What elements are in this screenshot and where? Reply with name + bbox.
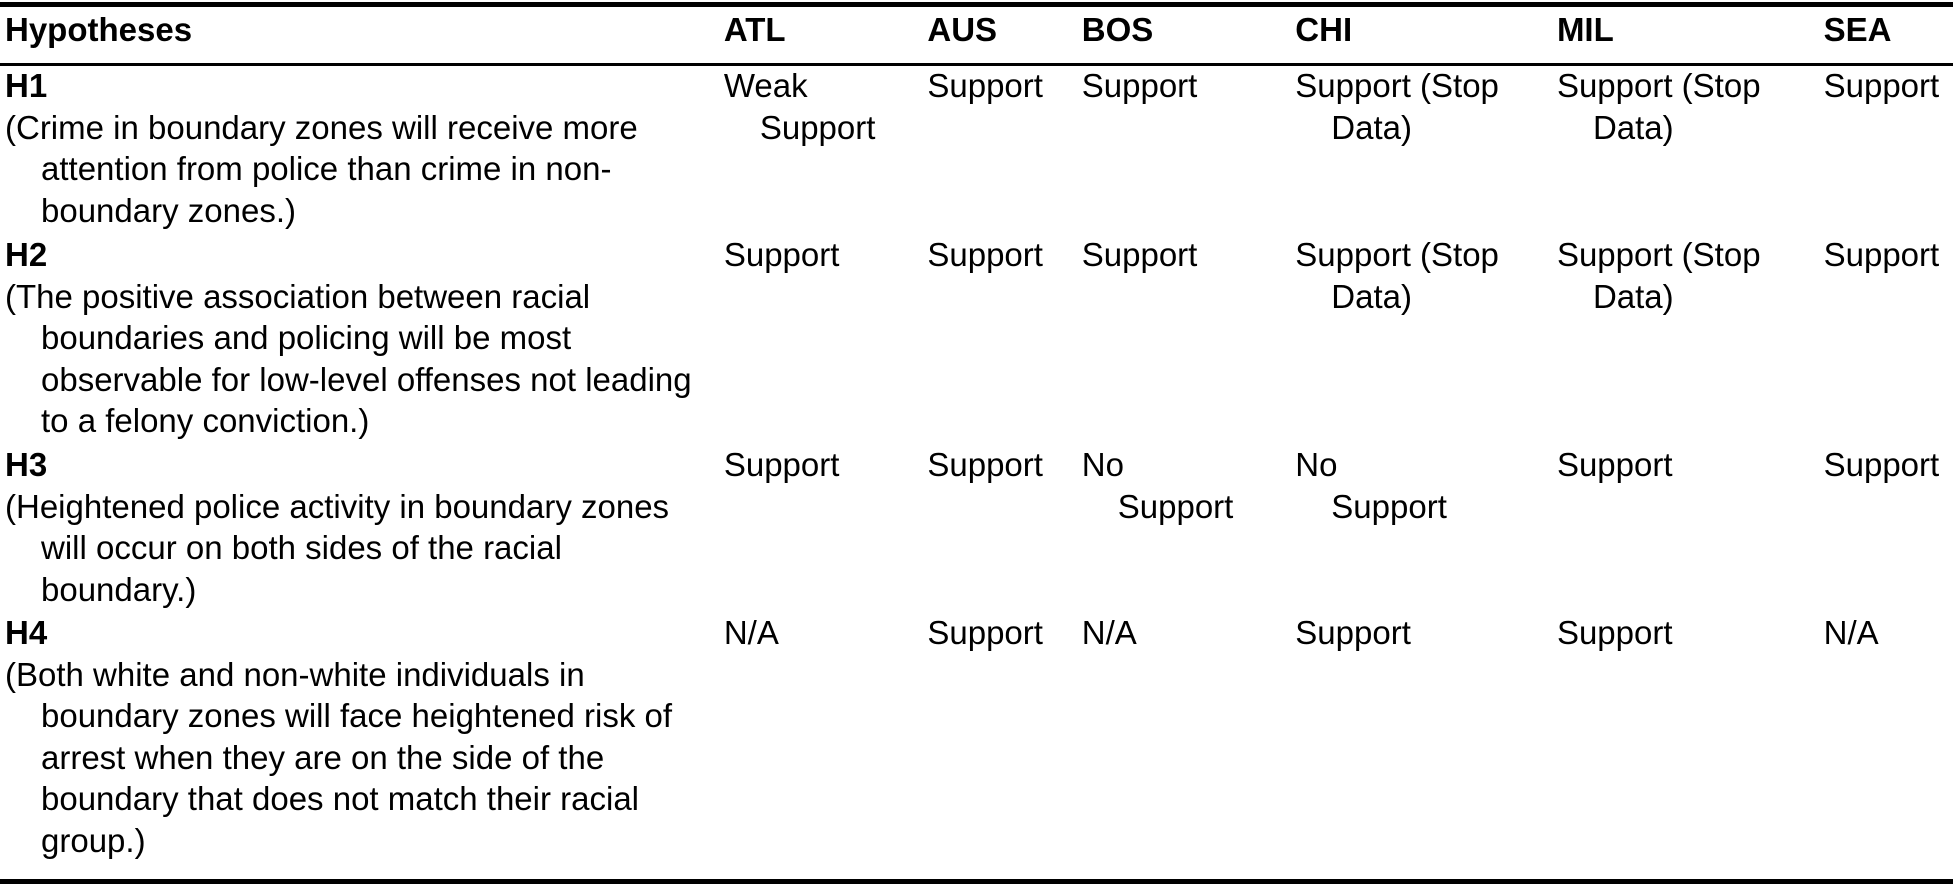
- cell-chi: Support (Stop Data): [1295, 67, 1499, 146]
- table-bottom-rule: [0, 879, 1953, 884]
- cell-sea: Support: [1823, 236, 1940, 273]
- cell-atl: Weak Support: [723, 67, 876, 146]
- hypothesis-cell: H2 (The positive association between rac…: [0, 232, 724, 442]
- cell-bos: Support: [1081, 67, 1198, 104]
- cell-aus: Support: [927, 614, 1043, 651]
- header-bos: BOS: [1081, 11, 1154, 48]
- hypothesis-id: H3: [5, 446, 48, 483]
- cell-mil: Support (Stop Data): [1556, 236, 1761, 315]
- cell-chi: Support (Stop Data): [1295, 236, 1499, 315]
- header-mil: MIL: [1556, 11, 1614, 48]
- cell-sea: Support: [1823, 67, 1940, 104]
- hypothesis-description: (Heightened police activity in boundary …: [5, 487, 670, 608]
- hypothesis-description: (Crime in boundary zones will receive mo…: [5, 108, 638, 229]
- cell-mil: Support: [1556, 446, 1673, 483]
- header-hypotheses: Hypotheses: [5, 11, 193, 48]
- cell-bos: Support: [1081, 236, 1198, 273]
- cell-sea: N/A: [1823, 614, 1879, 651]
- cell-mil: Support (Stop Data): [1556, 67, 1761, 146]
- hypothesis-description: (Both white and non-white individuals in…: [5, 655, 673, 859]
- hypothesis-id: H1: [5, 67, 48, 104]
- hypothesis-cell: H3 (Heightened police activity in bounda…: [0, 442, 724, 610]
- cell-chi: Support: [1295, 614, 1411, 651]
- table-row-h1: H1 (Crime in boundary zones will receive…: [0, 63, 1953, 232]
- header-row: Hypotheses ATL AUS BOS CHI MIL SEA: [0, 0, 1953, 63]
- cell-chi: No Support: [1295, 446, 1447, 525]
- cell-atl: Support: [723, 446, 840, 483]
- cell-atl: Support: [723, 236, 840, 273]
- cell-sea: Support: [1823, 446, 1940, 483]
- hypothesis-cell: H1 (Crime in boundary zones will receive…: [0, 63, 724, 232]
- cell-atl: N/A: [723, 614, 779, 651]
- hypotheses-table: Hypotheses ATL AUS BOS CHI MIL SEA H1 (C…: [0, 0, 1953, 862]
- hypothesis-cell: H4 (Both white and non-white individuals…: [0, 610, 724, 862]
- header-atl: ATL: [723, 11, 786, 48]
- table-row-h2: H2 (The positive association between rac…: [0, 232, 1953, 442]
- header-chi: CHI: [1295, 11, 1353, 48]
- cell-bos: N/A: [1081, 614, 1137, 651]
- header-sea: SEA: [1823, 11, 1892, 48]
- table-row-h3: H3 (Heightened police activity in bounda…: [0, 442, 1953, 610]
- table-top-rule: [0, 2, 1953, 7]
- cell-bos: No Support: [1081, 446, 1234, 525]
- table-row-h4: H4 (Both white and non-white individuals…: [0, 610, 1953, 862]
- header-aus: AUS: [927, 11, 998, 48]
- cell-mil: Support: [1556, 614, 1673, 651]
- results-table: Hypotheses ATL AUS BOS CHI MIL SEA H1 (C…: [0, 0, 1953, 862]
- table-header-rule: [0, 63, 1953, 66]
- cell-aus: Support: [927, 236, 1043, 273]
- cell-aus: Support: [927, 446, 1043, 483]
- hypothesis-description: (The positive association between racial…: [5, 277, 692, 440]
- hypothesis-id: H2: [5, 236, 48, 273]
- cell-aus: Support: [927, 67, 1043, 104]
- hypothesis-id: H4: [5, 614, 48, 651]
